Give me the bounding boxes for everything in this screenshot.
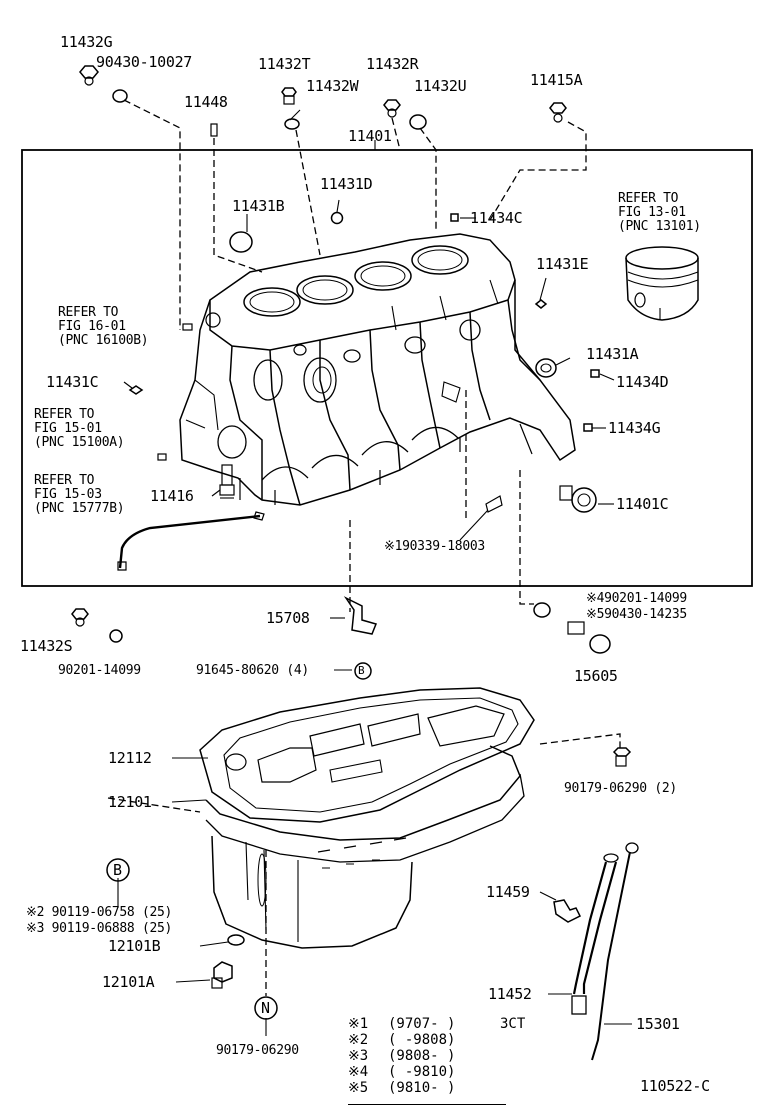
label-91645-80620: 91645-80620 (4) bbox=[196, 663, 309, 678]
label-11448: 11448 bbox=[184, 93, 228, 111]
label-11434G: 11434G bbox=[608, 419, 661, 437]
label-11416: 11416 bbox=[150, 487, 194, 505]
dipstick-assembly bbox=[553, 842, 639, 1061]
note-row: ※2( -9808) bbox=[348, 1032, 456, 1048]
solid-leaders bbox=[117, 109, 632, 1036]
frame-small-parts bbox=[117, 211, 600, 571]
label-90179-06290: 90179-06290 bbox=[216, 1043, 299, 1058]
label-90201-14099: 90201-14099 bbox=[58, 663, 141, 678]
label-15605: 15605 bbox=[574, 667, 618, 685]
label-90119-06888: ※3 90119-06888 (25) bbox=[26, 921, 173, 936]
cylinder-block bbox=[179, 233, 576, 506]
ref-piston: REFER TO FIG 13-01 (PNC 13101) bbox=[618, 191, 701, 234]
label-90339-18003: ※190339-18003 bbox=[384, 539, 485, 554]
label-11432W: 11432W bbox=[306, 77, 359, 95]
note-row: ※3(9808- ) bbox=[348, 1048, 456, 1064]
ref-fig-16-01: REFER TO FIG 16-01 (PNC 16100B) bbox=[58, 305, 149, 348]
label-11434D: 11434D bbox=[616, 373, 669, 391]
pan-fasteners bbox=[211, 747, 632, 989]
label-11452: 11452 bbox=[488, 985, 532, 1003]
note-row: ※5(9810- ) bbox=[348, 1080, 456, 1096]
label-11415A: 11415A bbox=[530, 71, 583, 89]
label-12101A: 12101A bbox=[102, 973, 155, 991]
label-12112: 12112 bbox=[108, 749, 152, 767]
label-11401: 11401 bbox=[348, 127, 392, 145]
diagram-id: 110522-C bbox=[640, 1077, 710, 1095]
label-90179-06290-2: 90179-06290 (2) bbox=[564, 781, 677, 796]
ref-fig-15-01: REFER TO FIG 15-01 (PNC 15100A) bbox=[34, 407, 125, 450]
label-11431C: 11431C bbox=[46, 373, 99, 391]
note-row: ※4( -9810) bbox=[348, 1064, 456, 1080]
marker-b: B bbox=[113, 861, 122, 879]
drain-plug-15605 bbox=[533, 602, 611, 654]
label-11401C: 11401C bbox=[616, 495, 669, 513]
ref-fig-15-03: REFER TO FIG 15-03 (PNC 15777B) bbox=[34, 473, 125, 516]
bracket-15708 bbox=[343, 596, 378, 635]
label-90201-14099-n4: ※490201-14099 bbox=[586, 591, 687, 606]
label-11432T: 11432T bbox=[258, 55, 311, 73]
label-11431A: 11431A bbox=[586, 345, 639, 363]
label-90119-06758: ※2 90119-06758 (25) bbox=[26, 905, 173, 920]
marker-n: N bbox=[261, 999, 270, 1017]
label-11432R: 11432R bbox=[366, 55, 419, 73]
label-11459: 11459 bbox=[486, 883, 530, 901]
label-11431E: 11431E bbox=[536, 255, 589, 273]
marker-b-small: B bbox=[358, 664, 365, 677]
oil-pan bbox=[199, 687, 535, 949]
label-11432G: 11432G bbox=[60, 33, 113, 51]
label-12101: 12101 bbox=[108, 793, 152, 811]
engine-block-frame bbox=[21, 149, 753, 587]
label-12101B: 12101B bbox=[108, 937, 161, 955]
label-11432U: 11432U bbox=[414, 77, 467, 95]
label-15301: 15301 bbox=[636, 1015, 680, 1033]
label-11431D: 11431D bbox=[320, 175, 373, 193]
label-11431B: 11431B bbox=[232, 197, 285, 215]
lower-left-fasteners bbox=[71, 608, 123, 643]
notes-underline bbox=[348, 1104, 506, 1105]
note-row: ※1(9707- )3CT bbox=[348, 1016, 526, 1032]
piston-ref-drawing bbox=[625, 246, 699, 321]
label-11432S: 11432S bbox=[20, 637, 73, 655]
label-90430-10027: 90430-10027 bbox=[96, 53, 193, 71]
applicability-notes: ※1(9707- )3CT ※2( -9808) ※3(9808- ) ※4( … bbox=[348, 1016, 560, 1096]
top-fasteners bbox=[79, 65, 567, 137]
label-15708: 15708 bbox=[266, 609, 310, 627]
label-90430-14235-n5: ※590430-14235 bbox=[586, 607, 687, 622]
label-11434C: 11434C bbox=[470, 209, 523, 227]
